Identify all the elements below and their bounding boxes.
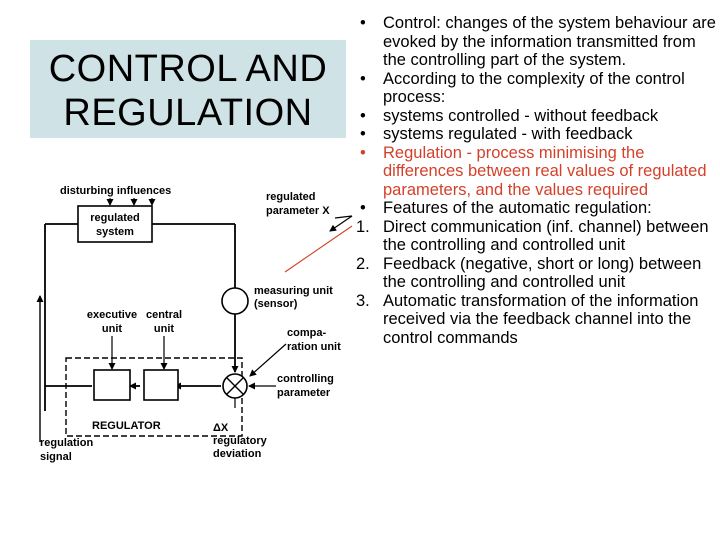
list-item-text: Control: changes of the system behaviour… <box>383 14 716 69</box>
regulation-diagram: regulated system disturbing influences m… <box>36 185 353 463</box>
controlling-parameter-label-2: parameter <box>277 387 331 399</box>
comparation-unit-label-2: ration unit <box>287 341 341 353</box>
list-item: 2. Feedback (negative, short or long) bet… <box>356 255 720 292</box>
central-unit-label-1: central <box>146 309 182 321</box>
number-marker: 3. <box>356 291 370 310</box>
delta-x-label: ΔX <box>213 422 229 434</box>
regulated-system-label-2: system <box>96 226 134 238</box>
regulated-system-label-1: regulated <box>90 212 140 224</box>
bullet-marker: • <box>360 69 366 88</box>
list-item: • Features of the automatic regulation: <box>356 199 720 218</box>
regulator-box <box>65 357 243 437</box>
list-item-text: According to the complexity of the contr… <box>383 69 685 107</box>
measuring-unit-label-2: (sensor) <box>254 298 298 310</box>
list-item-text: Features of the automatic regulation: <box>383 199 652 217</box>
list-item-highlighted: • Regulation - process minimising the dif… <box>356 144 720 200</box>
executive-unit-label-2: unit <box>102 323 122 335</box>
bullet-marker: • <box>360 143 366 162</box>
bullet-marker: • <box>360 199 366 217</box>
central-unit-box <box>143 369 179 401</box>
title-box: CONTROL AND REGULATION <box>30 40 346 138</box>
title-line-1: CONTROL AND <box>48 48 328 90</box>
number-marker: 1. <box>356 217 370 236</box>
title-line-2: REGULATION <box>63 92 313 134</box>
list-item: 3. Automatic transformation of the inform… <box>356 292 720 348</box>
measuring-unit-circle <box>221 287 249 315</box>
list-item: • Control: changes of the system behaviou… <box>356 14 720 70</box>
regulatory-deviation-label-2: deviation <box>213 448 262 460</box>
list-item-text: systems regulated - with feedback <box>383 125 633 143</box>
bullet-marker: • <box>360 125 366 143</box>
highlight-pointer-line <box>284 225 353 273</box>
executive-unit-label-1: executive <box>87 309 137 321</box>
regulatory-deviation-label-1: regulatory <box>213 435 268 447</box>
list-item: 1. Direct communication (inf. channel) be… <box>356 218 720 255</box>
list-item: • systems regulated - with feedback <box>356 125 720 144</box>
disturbing-influences-label: disturbing influences <box>60 185 171 197</box>
regulated-parameter-label-1: regulated <box>266 191 316 203</box>
list-item: • According to the complexity of the cont… <box>356 70 720 107</box>
executive-unit-box <box>93 369 131 401</box>
measuring-unit-label-1: measuring unit <box>254 285 333 297</box>
central-unit-label-2: unit <box>154 323 174 335</box>
bullet-marker: • <box>360 14 366 32</box>
regulation-signal-label-2: signal <box>40 451 72 463</box>
list-item-text: Direct communication (inf. channel) betw… <box>383 217 709 255</box>
list-item-text: systems controlled - without feedback <box>383 106 659 125</box>
list-item-text: Regulation - process minimising the diff… <box>383 143 707 199</box>
bullet-marker: • <box>360 106 366 125</box>
list-item: • systems controlled - without feedback <box>356 107 720 126</box>
regulated-parameter-label-2: parameter X <box>266 205 330 217</box>
comparation-unit-label-1: compa- <box>287 327 326 339</box>
regulation-signal-label-1: regulation <box>40 437 93 449</box>
regulator-label: REGULATOR <box>92 420 161 432</box>
list-item-text: Feedback (negative, short or long) betwe… <box>383 254 702 292</box>
bullet-list: • Control: changes of the system behaviou… <box>356 14 720 347</box>
number-marker: 2. <box>356 254 370 273</box>
controlling-parameter-label-1: controlling <box>277 373 334 385</box>
list-item-text: Automatic transformation of the informat… <box>383 291 699 347</box>
